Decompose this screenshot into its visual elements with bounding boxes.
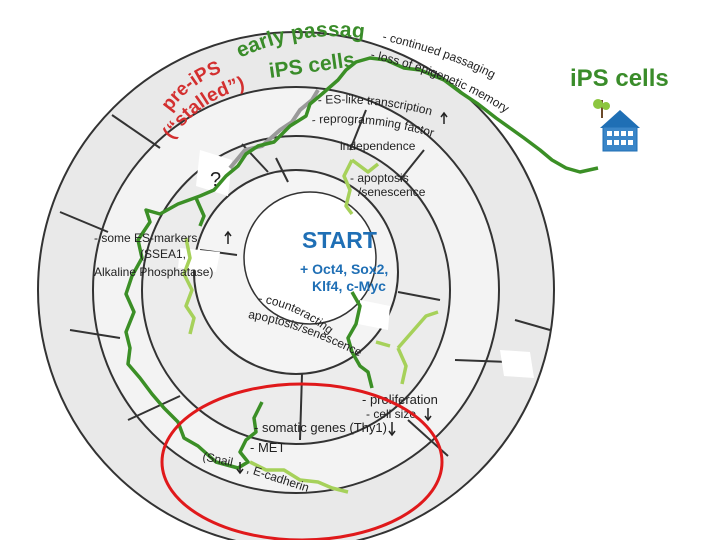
down-arrow-icon: [424, 408, 432, 422]
start-factors-2: Klf4, c-Myc: [312, 278, 386, 294]
reprogramming-path: [124, 56, 599, 470]
alkaline-phosphatase-label: Alkaline Phosphatase): [94, 265, 213, 279]
ring-dividers: [59, 109, 551, 457]
inner-ring: [193, 169, 399, 375]
up-arrow-icon: [440, 111, 448, 124]
stalled-path: [228, 88, 320, 170]
down-arrow-icon: [236, 462, 244, 475]
proliferation-label: - proliferation: [362, 392, 438, 407]
start-label: START + Oct4, Sox2, Klf4, c-Myc: [300, 227, 388, 294]
ips-cells-goal: iPS cells: [570, 65, 669, 152]
senescence-label: /senescence: [358, 185, 426, 199]
met-label: - MET: [250, 440, 285, 455]
apoptosis-label: - apoptosis: [350, 171, 409, 185]
cell-size-label: - cell size: [366, 407, 416, 421]
snail-label: (Snail: [201, 449, 234, 469]
independence-label: independence: [340, 139, 416, 153]
ips-cells-label: iPS cells: [570, 65, 669, 92]
somatic-genes-label: - somatic genes (Thy1): [254, 420, 387, 435]
house-tree-icon: [593, 99, 640, 152]
start-title: START: [302, 227, 377, 253]
es-markers-label: - some ES-markers: [94, 231, 197, 245]
ssea1-label: (SSEA1,: [140, 247, 186, 261]
question-mark: ?: [210, 169, 221, 191]
start-factors-1: + Oct4, Sox2,: [300, 261, 388, 277]
up-arrow-icon: [224, 230, 232, 244]
dead-end-branches: [182, 158, 439, 494]
down-arrow-icon: [388, 422, 396, 437]
